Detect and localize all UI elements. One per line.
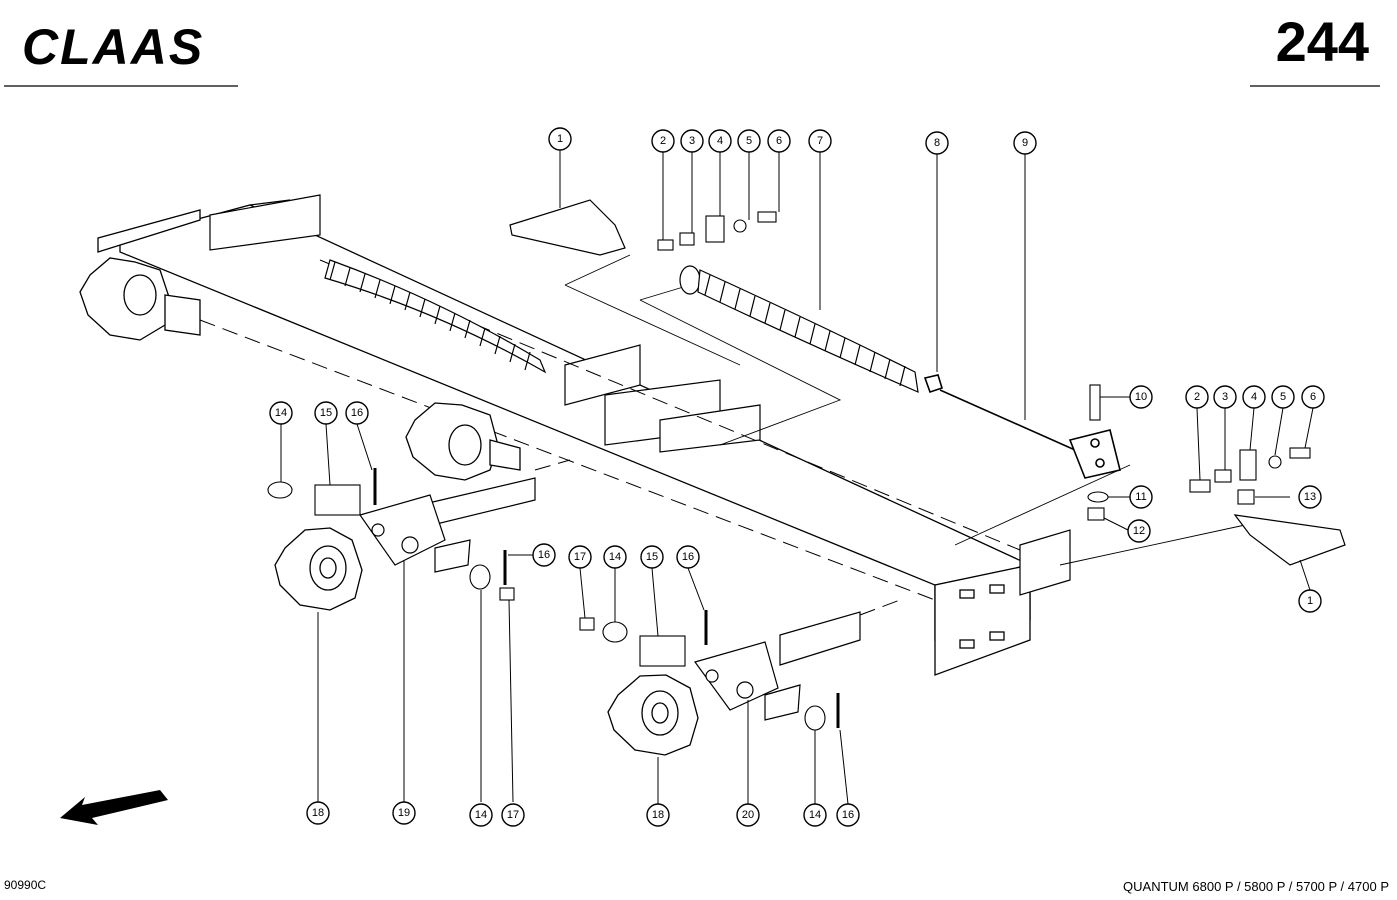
callout-16-mid: 16	[532, 543, 556, 567]
callout-label: 10	[1135, 391, 1147, 403]
callout-4-top: 4	[708, 129, 732, 153]
callout-label: 14	[275, 407, 287, 419]
callout-label: 11	[1135, 491, 1146, 503]
callout-14-bottom-right: 14	[803, 803, 827, 827]
callout-label: 1	[1307, 595, 1313, 607]
callout-16-bottom: 16	[836, 803, 860, 827]
callout-label: 18	[312, 807, 324, 819]
callout-3-right: 3	[1213, 385, 1237, 409]
callout-label: 16	[842, 809, 854, 821]
callout-15-left: 15	[314, 401, 338, 425]
callout-label: 6	[1310, 391, 1316, 403]
callout-5-top: 5	[737, 129, 761, 153]
callout-label: 15	[646, 551, 658, 563]
callout-20: 20	[736, 803, 760, 827]
callout-13: 13	[1298, 485, 1322, 509]
callout-label: 18	[652, 809, 664, 821]
callout-label: 3	[1222, 391, 1228, 403]
callout-12: 12	[1127, 519, 1151, 543]
callout-14-bottom-left: 14	[469, 803, 493, 827]
callout-label: 6	[776, 135, 782, 147]
callout-6-top: 6	[767, 129, 791, 153]
tension-spring-right	[679, 265, 919, 393]
callout-label: 19	[398, 807, 410, 819]
callout-label: 17	[507, 809, 519, 821]
callout-7: 7	[808, 129, 832, 153]
bracket-arm-19	[359, 494, 471, 573]
callout-label: 1	[557, 133, 563, 145]
small-hardware	[267, 211, 1311, 731]
callout-16-right: 16	[676, 545, 700, 569]
callout-9: 9	[1013, 131, 1037, 155]
callout-label: 12	[1133, 525, 1145, 537]
callout-10: 10	[1129, 385, 1153, 409]
callout-label: 2	[1194, 391, 1200, 403]
callout-label: 16	[682, 551, 694, 563]
callout-18-left: 18	[306, 801, 330, 825]
claas-logo: CLAAS	[22, 22, 204, 72]
callout-label: 14	[809, 809, 821, 821]
callout-15-mid: 15	[640, 545, 664, 569]
main-frame	[97, 199, 1031, 676]
model-list: QUANTUM 6800 P / 5800 P / 5700 P / 4700 …	[1123, 879, 1389, 894]
leader-lines	[280, 150, 1314, 805]
callout-3-top: 3	[680, 129, 704, 153]
page-number: 244	[1275, 10, 1369, 73]
callouts: 1 2 3 4 5 6 7 8 9 10 2 3 4 5 6 11 12 13 …	[269, 127, 1325, 827]
callout-8: 8	[925, 131, 949, 155]
callout-18-right: 18	[646, 803, 670, 827]
brand-logo-text: CLAAS	[22, 19, 205, 75]
callout-1-right: 1	[1298, 589, 1322, 613]
callout-label: 16	[351, 407, 363, 419]
bracket-arm-20	[694, 641, 801, 721]
direction-arrow-icon	[60, 790, 168, 825]
callout-4-right: 4	[1242, 385, 1266, 409]
callout-17-bottom: 17	[501, 803, 525, 827]
callout-14-mid: 14	[603, 545, 627, 569]
callout-19: 19	[392, 801, 416, 825]
tension-spring-left	[324, 259, 547, 374]
callout-label: 4	[1251, 391, 1257, 403]
callout-label: 4	[717, 135, 723, 147]
callout-2-right: 2	[1185, 385, 1209, 409]
callout-11: 11	[1129, 485, 1153, 509]
callout-label: 3	[689, 135, 695, 147]
callout-label: 16	[538, 549, 550, 561]
callout-label: 14	[475, 809, 487, 821]
sprocket-lower-left	[274, 527, 363, 611]
callout-16-left: 16	[345, 401, 369, 425]
callout-label: 14	[609, 551, 621, 563]
callout-label: 2	[660, 135, 666, 147]
callout-label: 8	[934, 137, 940, 149]
callout-6-right: 6	[1301, 385, 1325, 409]
callout-label: 20	[742, 809, 754, 821]
callout-label: 17	[574, 551, 586, 563]
callout-2-top: 2	[651, 129, 675, 153]
callout-1-top: 1	[548, 127, 572, 151]
callout-label: 7	[817, 135, 823, 147]
callout-label: 13	[1304, 491, 1316, 503]
drawing-code: 90990C	[4, 878, 47, 892]
sprocket-top-left	[79, 257, 201, 341]
knife-plates	[509, 199, 1346, 566]
sprocket-center	[405, 402, 521, 481]
threaded-rod	[923, 374, 1121, 479]
callout-14-left: 14	[269, 401, 293, 425]
callout-label: 5	[1280, 391, 1286, 403]
sprocket-lower-right	[607, 674, 699, 756]
callout-17-mid: 17	[568, 545, 592, 569]
callout-label: 15	[320, 407, 332, 419]
callout-5-right: 5	[1271, 385, 1295, 409]
callout-label: 9	[1022, 137, 1028, 149]
callout-label: 5	[746, 135, 752, 147]
